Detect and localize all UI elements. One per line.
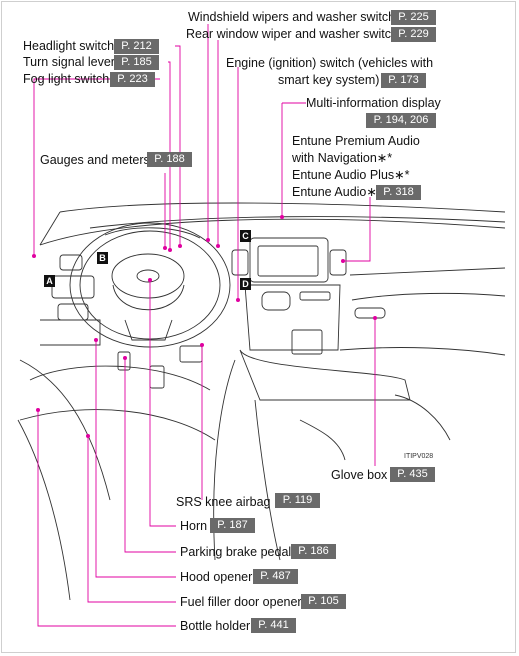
hood-opener-label: Hood opener [180, 570, 253, 584]
horn-page[interactable]: P. 187 [210, 518, 255, 533]
headlight-page[interactable]: P. 212 [114, 39, 159, 54]
engine-switch-label-line2: smart key system) [278, 73, 380, 87]
fuel-filler-label: Fuel filler door opener [180, 595, 302, 609]
callout-badge-d: D [240, 278, 251, 290]
mid-label: Multi-information display [306, 96, 441, 110]
fuel-filler-page[interactable]: P. 105 [301, 594, 346, 609]
glove-box-page[interactable]: P. 435 [390, 467, 435, 482]
gauges-page[interactable]: P. 188 [147, 152, 192, 167]
srs-knee-page[interactable]: P. 119 [275, 493, 320, 508]
horn-label: Horn [180, 519, 208, 533]
fog-light-label: Fog light switch [23, 72, 110, 86]
bottle-holder-label: Bottle holder [180, 619, 251, 633]
engine-switch-label-line1: Engine (ignition) switch (vehicles with [226, 56, 434, 70]
srs-knee-label: SRS knee airbag [176, 495, 271, 509]
wipers-label: Windshield wipers and washer switch [188, 10, 396, 24]
audio-page[interactable]: P. 318 [376, 185, 421, 200]
fog-light-page[interactable]: P. 223 [110, 72, 155, 87]
mid-page[interactable]: P. 194, 206 [366, 113, 436, 128]
engine-switch-page[interactable]: P. 173 [381, 73, 426, 88]
image-code: ITIPV028 [404, 453, 434, 460]
callout-badge-a: A [44, 275, 55, 287]
audio-label-line2: with Navigation∗* [292, 151, 393, 165]
rear-wiper-page[interactable]: P. 229 [391, 27, 436, 42]
hood-opener-page[interactable]: P. 487 [253, 569, 298, 584]
parking-brake-page[interactable]: P. 186 [291, 544, 336, 559]
glove-box-label: Glove box [331, 468, 388, 482]
gauges-label: Gauges and meters [40, 153, 150, 167]
parking-brake-label: Parking brake pedal [180, 545, 292, 559]
audio-label-line4: Entune Audio∗ [292, 185, 377, 199]
turn-signal-page[interactable]: P. 185 [114, 55, 159, 70]
callout-badge-c: C [240, 230, 251, 242]
audio-label-line1: Entune Premium Audio [292, 134, 420, 148]
bottle-holder-page[interactable]: P. 441 [251, 618, 296, 633]
rear-wiper-label: Rear window wiper and washer switch [186, 27, 398, 41]
turn-signal-label: Turn signal lever [23, 55, 115, 69]
callout-badge-b: B [97, 252, 108, 264]
wipers-page[interactable]: P. 225 [391, 10, 436, 25]
audio-label-line3: Entune Audio Plus∗* [292, 168, 410, 182]
headlight-label: Headlight switch [23, 39, 115, 53]
